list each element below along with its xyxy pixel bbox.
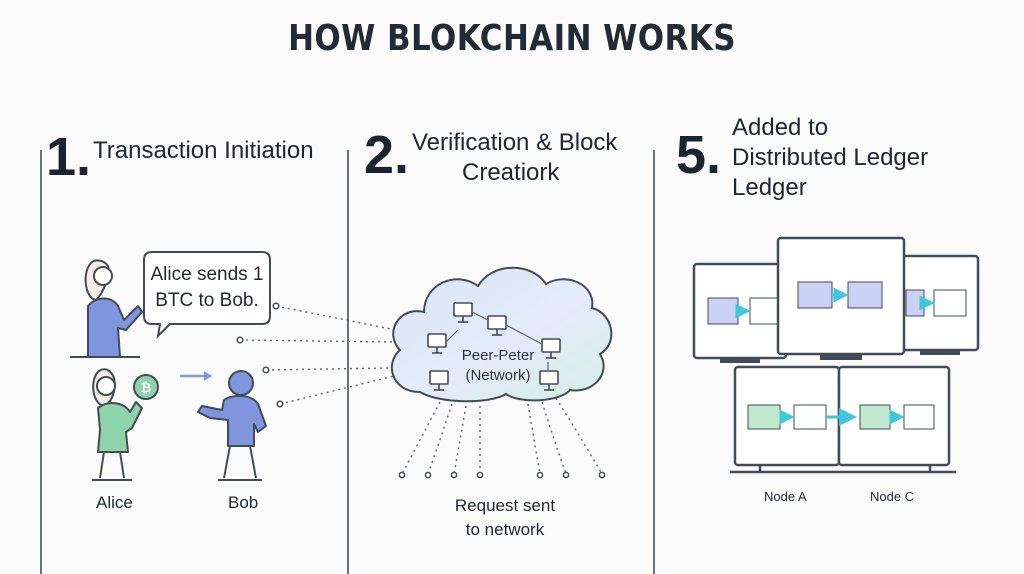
step-2-number: 2.: [364, 125, 410, 185]
alice-label: Alice: [96, 493, 133, 512]
request-end-dots: [398, 471, 606, 479]
step-1-number: 1.: [46, 127, 92, 187]
network-label-line-2: (Network): [465, 367, 531, 384]
bob-label: Bob: [228, 493, 259, 512]
connector-end-dots: [236, 302, 284, 408]
request-lines: [401, 397, 603, 475]
request-caption: Request sent to network: [430, 494, 580, 542]
request-caption-line-2: to network: [465, 520, 545, 539]
step-2-title-line-1: Verification & Block: [412, 129, 618, 156]
monitor-icon: [539, 370, 559, 391]
divider-right: [653, 150, 655, 574]
monitor-icon: [429, 370, 449, 391]
step-5-title-line-2: Distributed Ledger: [732, 144, 929, 171]
step-2-title-line-2: Creatiork: [462, 159, 560, 186]
network-label: Peer-Peter (Network): [448, 346, 548, 386]
node-c-label: Node C: [870, 489, 915, 504]
speech-bubble: [143, 251, 271, 339]
transfer-arrow-icon: [180, 371, 212, 381]
cloud-internal-links: [445, 311, 549, 370]
network-connector-lines: [239, 305, 407, 405]
bitcoin-coin-icon: ₿: [133, 374, 159, 400]
divider-middle: [347, 150, 349, 574]
speech-line-1: Alice sends 1: [150, 264, 264, 285]
monitor-icon: [453, 302, 473, 323]
monitor-icon: [541, 338, 561, 359]
alice-figure: [92, 368, 143, 481]
step-5-title-line-1: Added to: [732, 114, 829, 141]
ledger-monitor-node-a: [733, 365, 841, 467]
ledger-monitor-node-c: [837, 365, 951, 467]
presenter-figure: [70, 259, 143, 358]
speech-line-2: BTC to Bob.: [155, 290, 259, 311]
network-node-monitors: [427, 302, 561, 391]
ledger-monitor-left: [692, 262, 788, 363]
step-2-title: Verification & Block Creatiork: [412, 128, 642, 188]
step-1-title-line: Transaction Initiation: [93, 137, 314, 164]
ledger-monitor-right: [900, 254, 980, 355]
monitor-icon: [487, 315, 507, 336]
divider-left: [40, 150, 42, 574]
svg-text:₿: ₿: [141, 381, 152, 396]
ledger-monitor-center: [776, 236, 906, 360]
step-5-title-line-3: Ledger: [732, 174, 807, 201]
ledger-base-stand: [730, 465, 956, 474]
request-caption-line-1: Request sent: [454, 496, 556, 515]
monitor-icon: [427, 333, 447, 354]
bob-figure: [197, 370, 267, 481]
network-label-line-1: Peer-Peter: [461, 347, 535, 364]
step-5-title: Added to Distributed Ledger Ledger: [732, 113, 992, 203]
page-title: HOW BLOKCHAIN WORKS: [288, 18, 736, 59]
node-a-label: Node A: [764, 489, 807, 504]
speech-bubble-text: Alice sends 1 BTC to Bob.: [144, 262, 270, 314]
step-1-title: Transaction Initiation: [93, 136, 333, 166]
step-5-number: 5.: [676, 125, 722, 185]
